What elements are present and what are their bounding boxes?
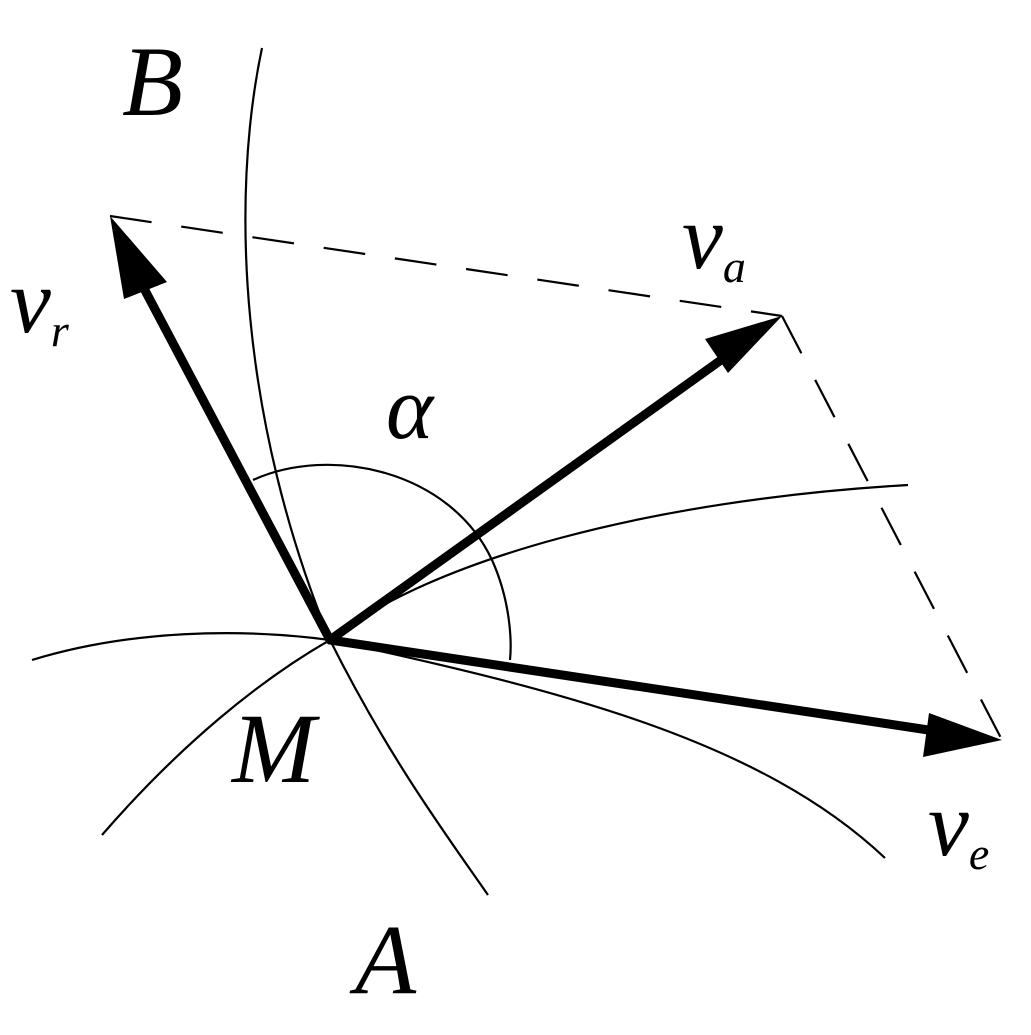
label-v-r-sub: r [51, 305, 70, 356]
vector-vr-shaft [125, 257, 335, 645]
label-v-r-main: v [10, 250, 51, 352]
label-point-m: M [230, 693, 320, 804]
label-v-e: ve [928, 773, 989, 879]
curve-left-to-upper-right [31, 483, 909, 662]
dashed-line-va-to-ve [781, 315, 1003, 741]
label-v-e-main: v [928, 773, 969, 875]
curve-lower-left-to-lower-right [101, 638, 886, 859]
vector-ve-shaft [325, 635, 960, 739]
label-v-a-main: v [682, 186, 723, 288]
vector-va-arrowhead [705, 316, 782, 373]
label-point-a: A [349, 904, 417, 1015]
label-v-a-sub: a [723, 241, 746, 292]
vector-ve-arrowhead [923, 713, 1002, 757]
label-v-e-sub: e [969, 828, 989, 879]
vector-vr-arrowhead [110, 216, 167, 299]
label-v-a: va [682, 186, 746, 292]
vector-va-shaft [325, 340, 747, 645]
label-point-b: B [122, 26, 183, 137]
label-v-r: vr [10, 250, 70, 356]
curve-b-to-a [244, 47, 489, 896]
label-angle-alpha: α [386, 359, 435, 458]
dashed-line-vr-to-va [109, 214, 783, 318]
angle-arc [252, 463, 512, 661]
